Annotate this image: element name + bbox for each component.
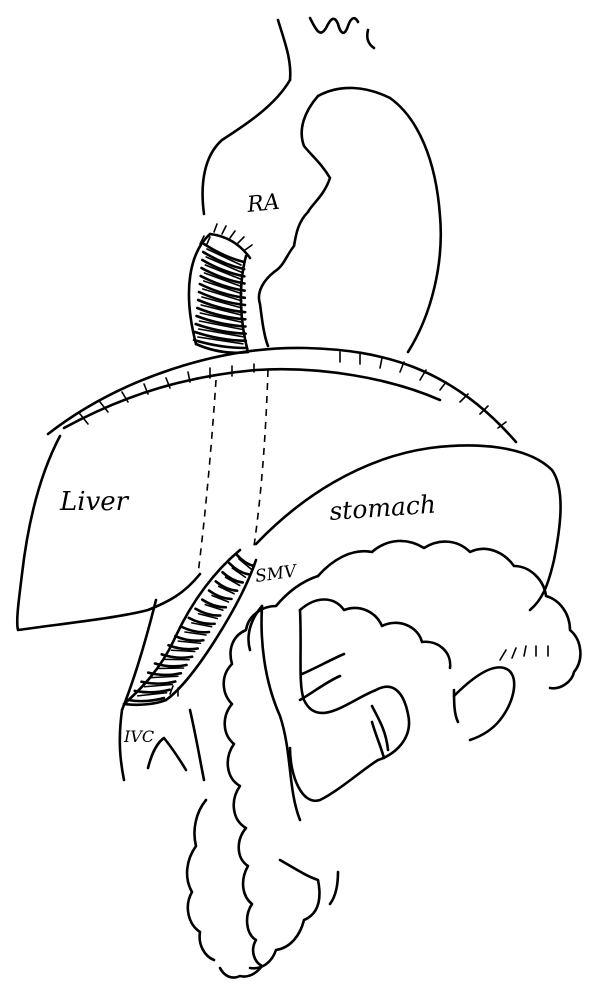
label-smv: SMV <box>254 561 299 587</box>
lower-graft-ring <box>148 673 181 675</box>
lower-graft-ring-hatch <box>158 668 184 669</box>
lower-graft-ring <box>128 698 164 701</box>
lower-graft-ring <box>162 654 192 657</box>
label-ivc: IVC <box>123 727 154 746</box>
lower-graft-ring-hatch <box>151 676 178 677</box>
inferior-vena-cava <box>120 600 204 780</box>
labels: RA Liver stomach SMV IVC <box>59 190 437 746</box>
label-stomach: stomach <box>328 490 436 526</box>
upper-conduit-graft <box>189 224 252 353</box>
lower-graft-ring <box>169 645 198 649</box>
lower-graft-ring <box>175 636 203 641</box>
superior-vessels <box>278 18 390 98</box>
diaphragm <box>48 348 516 442</box>
lower-conduit-graft <box>124 550 256 705</box>
lower-graft-ring <box>155 664 187 667</box>
lower-graft-ring <box>142 682 176 684</box>
lower-graft-ring <box>202 600 226 608</box>
stomach <box>256 446 561 610</box>
label-liver: Liver <box>59 487 130 517</box>
label-ra: RA <box>245 190 281 218</box>
liver <box>17 370 268 630</box>
lower-graft-ring-hatch <box>145 685 173 687</box>
lower-graft-ring <box>209 591 232 600</box>
small-bowel <box>262 606 548 820</box>
